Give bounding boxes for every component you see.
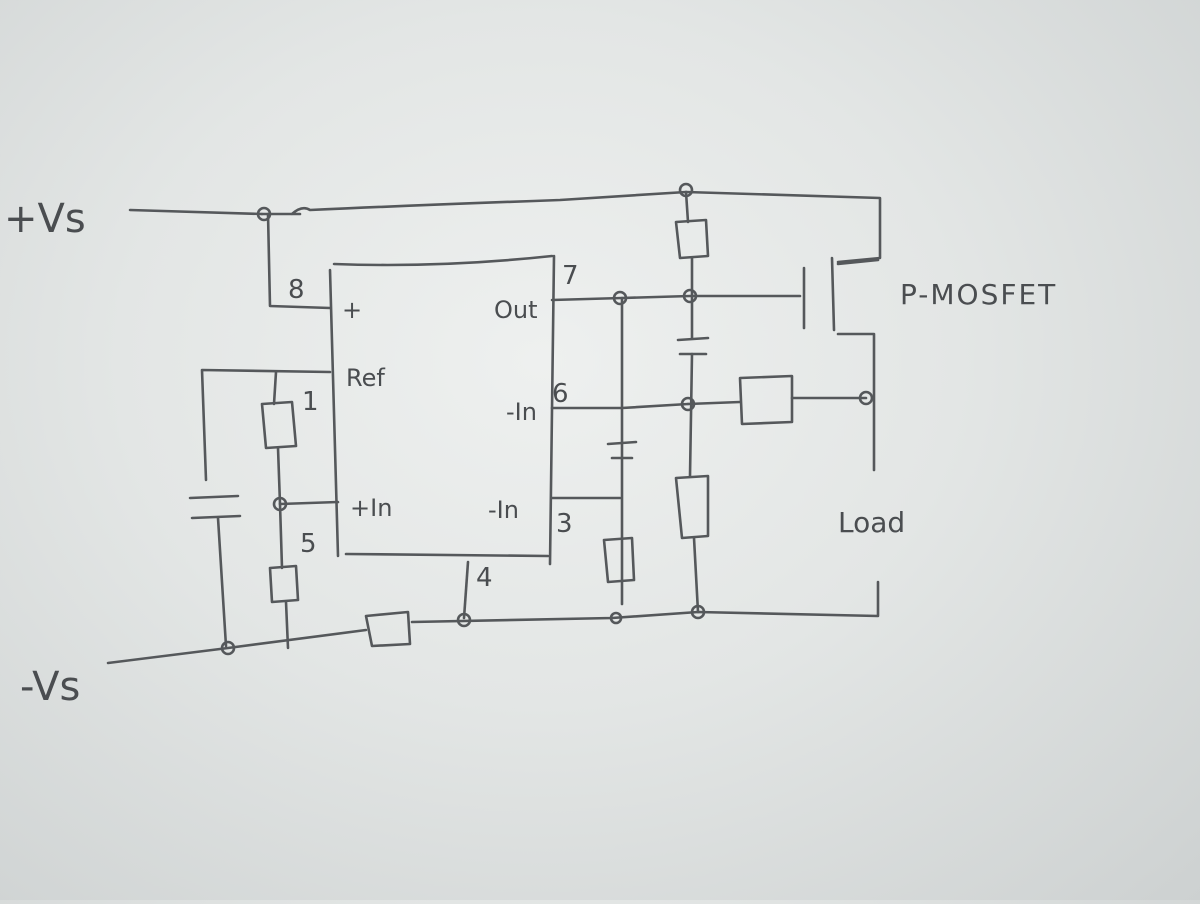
resistor-r1 xyxy=(260,400,298,450)
pin-6-label: 6 xyxy=(552,379,569,409)
pin-4-label: 4 xyxy=(476,563,493,593)
ic-ref-label: Ref xyxy=(346,364,385,392)
capacitor-c3 xyxy=(676,336,710,356)
negative-rail-label: -Vs xyxy=(20,664,80,710)
ic-in-plus-label: +In xyxy=(350,494,392,522)
pin-5-label: 5 xyxy=(300,529,317,559)
resistor-r7 xyxy=(738,374,794,426)
mosfet-label: P-MOSFET xyxy=(900,278,1057,311)
positive-rail-label: +Vs xyxy=(4,196,86,242)
pin-7-label: 7 xyxy=(562,261,579,291)
pin-3-label: 3 xyxy=(556,509,573,539)
resistor-r3 xyxy=(364,610,412,648)
ic-in-minus-lower-label: -In xyxy=(488,496,519,524)
ic-out-label: Out xyxy=(494,296,538,324)
resistor-r5 xyxy=(674,218,710,260)
ic-plus-label: + xyxy=(342,296,362,324)
pin-1-label: 1 xyxy=(302,387,319,417)
resistor-r4 xyxy=(602,536,636,584)
output-network xyxy=(550,294,802,606)
pin4-network xyxy=(364,560,470,648)
junctions xyxy=(220,182,874,656)
load-label: Load xyxy=(838,506,905,539)
resistor-r2 xyxy=(268,564,300,604)
ic-body xyxy=(328,254,556,566)
positive-rail xyxy=(128,190,882,264)
pin-8-label: 8 xyxy=(288,275,305,305)
resistor-r6 xyxy=(674,474,710,540)
p-mosfet-symbol xyxy=(802,256,880,472)
capacitor-c1 xyxy=(188,494,242,520)
gate-chain xyxy=(674,190,868,614)
capacitor-c2 xyxy=(606,440,638,460)
pin8-wire xyxy=(266,212,332,310)
ic-in-minus-upper-label: -In xyxy=(506,398,537,426)
left-divider xyxy=(188,368,340,650)
